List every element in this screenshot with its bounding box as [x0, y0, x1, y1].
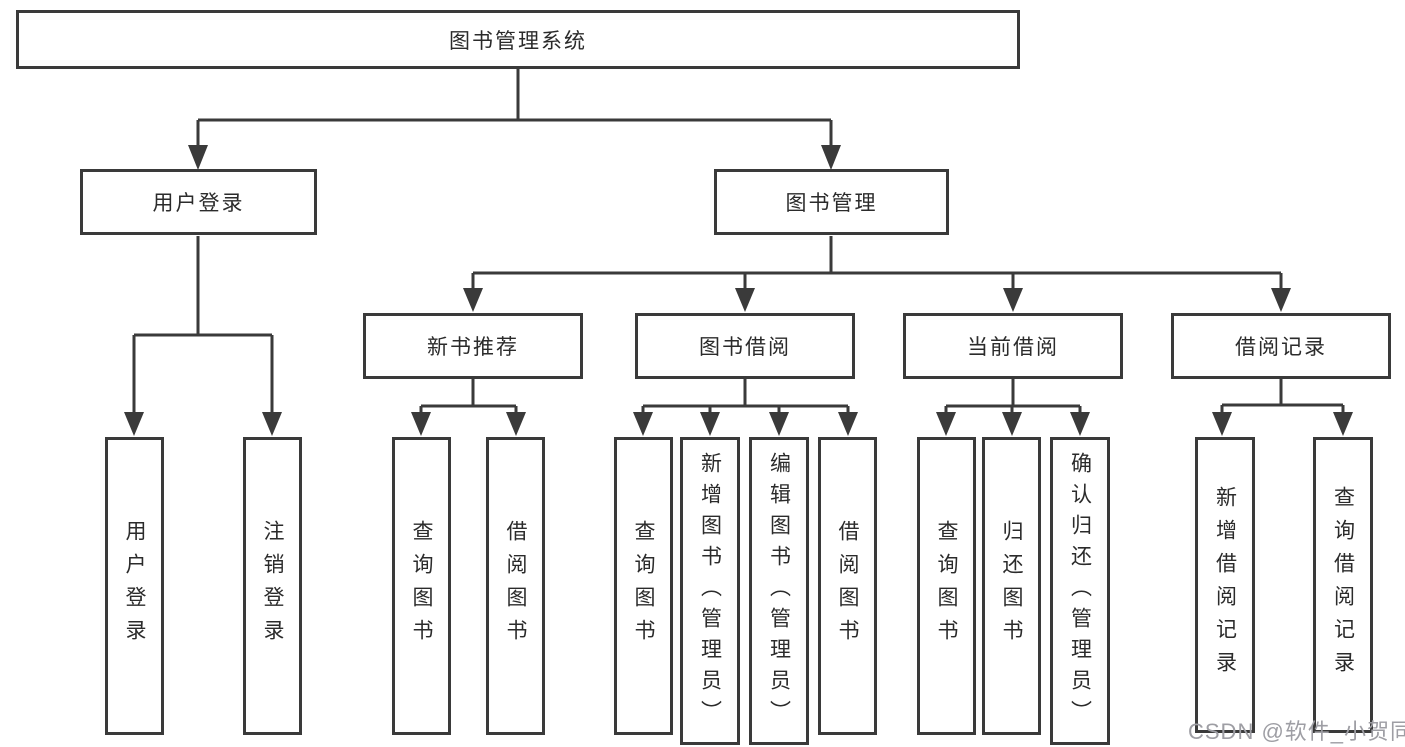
node-label: 用户登录	[152, 192, 245, 215]
node-label: 注销登录	[261, 520, 285, 652]
leaf-cb-return-books: 归还图书	[982, 437, 1041, 735]
node-label: 新书推荐	[427, 336, 519, 359]
node-label: 新增借阅记录	[1213, 486, 1237, 684]
leaf-user-login: 用户登录	[105, 437, 164, 735]
leaf-bb-query-books: 查询图书	[614, 437, 673, 735]
leaf-nbr-query-books: 查询图书	[392, 437, 451, 735]
node-label: 图书借阅	[699, 336, 791, 359]
leaf-br-query-record: 查询借阅记录	[1313, 437, 1373, 733]
connector-book-management-children	[463, 236, 1291, 312]
node-label: 查询图书	[935, 520, 959, 652]
node-label: 用户登录	[123, 520, 147, 652]
node-label: 当前借阅	[967, 336, 1059, 359]
node-borrow-records: 借阅记录	[1171, 313, 1391, 379]
node-label: 查询图书	[410, 520, 434, 652]
leaf-nbr-borrow-books: 借阅图书	[486, 437, 545, 735]
leaf-bb-add-book-admin: 新增图书（管理员）	[680, 437, 740, 745]
node-label: 图书管理	[785, 192, 878, 215]
node-label: 借阅图书	[836, 520, 860, 652]
node-current-borrow: 当前借阅	[903, 313, 1123, 379]
node-label: 借阅记录	[1235, 336, 1327, 359]
connector-current-borrow-children	[936, 379, 1090, 436]
connector-new-book-recommend-children	[411, 379, 526, 436]
leaf-bb-edit-book-admin: 编辑图书（管理员）	[749, 437, 809, 745]
leaf-logout: 注销登录	[243, 437, 302, 735]
node-label: 编辑图书（管理员）	[767, 451, 791, 731]
leaf-cb-query-books: 查询图书	[917, 437, 976, 735]
node-library-management-system: 图书管理系统	[16, 10, 1020, 69]
connector-root-to-level2	[188, 68, 841, 170]
node-book-borrow: 图书借阅	[635, 313, 855, 379]
csdn-watermark: CSDN @软件_小贺同学	[1188, 719, 1405, 744]
node-new-book-recommend: 新书推荐	[363, 313, 583, 379]
node-label: 确认归还（管理员）	[1068, 451, 1092, 731]
leaf-cb-confirm-return-admin: 确认归还（管理员）	[1050, 437, 1110, 745]
node-label: 图书管理系统	[449, 29, 587, 53]
connector-book-borrow-children	[633, 379, 858, 436]
node-label: 新增图书（管理员）	[698, 451, 722, 731]
leaf-br-add-record: 新增借阅记录	[1195, 437, 1255, 733]
leaf-bb-borrow-books: 借阅图书	[818, 437, 877, 735]
node-label: 归还图书	[1000, 520, 1024, 652]
connector-borrow-records-children	[1212, 379, 1353, 436]
node-label: 借阅图书	[504, 520, 528, 652]
node-label: 查询图书	[632, 520, 656, 652]
node-book-management: 图书管理	[714, 169, 949, 235]
node-user-login: 用户登录	[80, 169, 317, 235]
node-label: 查询借阅记录	[1331, 486, 1355, 684]
connector-user-login-children	[124, 236, 282, 436]
